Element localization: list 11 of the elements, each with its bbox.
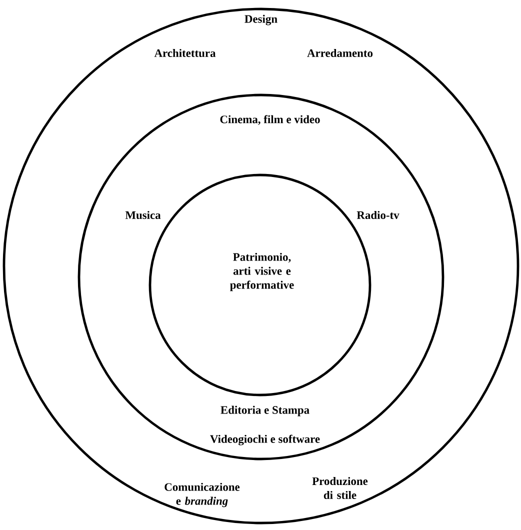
sector-label: Patrimonio, arti visive e performative bbox=[230, 252, 294, 292]
sector-label: Comunicazione e branding bbox=[164, 482, 240, 508]
sector-label: Design bbox=[244, 14, 278, 26]
sector-label: Cinema, film e video bbox=[220, 115, 320, 125]
sector-label: Architettura bbox=[154, 48, 216, 58]
sector-label: Videogiochi e software bbox=[210, 434, 320, 446]
sector-label: Arredamento bbox=[307, 48, 373, 58]
sector-label: Produzione di stile bbox=[312, 477, 368, 499]
sector-label: Radio-tv bbox=[356, 210, 400, 220]
sector-label: Musica bbox=[125, 210, 161, 220]
sector-label: Editoria e Stampa bbox=[220, 406, 310, 416]
